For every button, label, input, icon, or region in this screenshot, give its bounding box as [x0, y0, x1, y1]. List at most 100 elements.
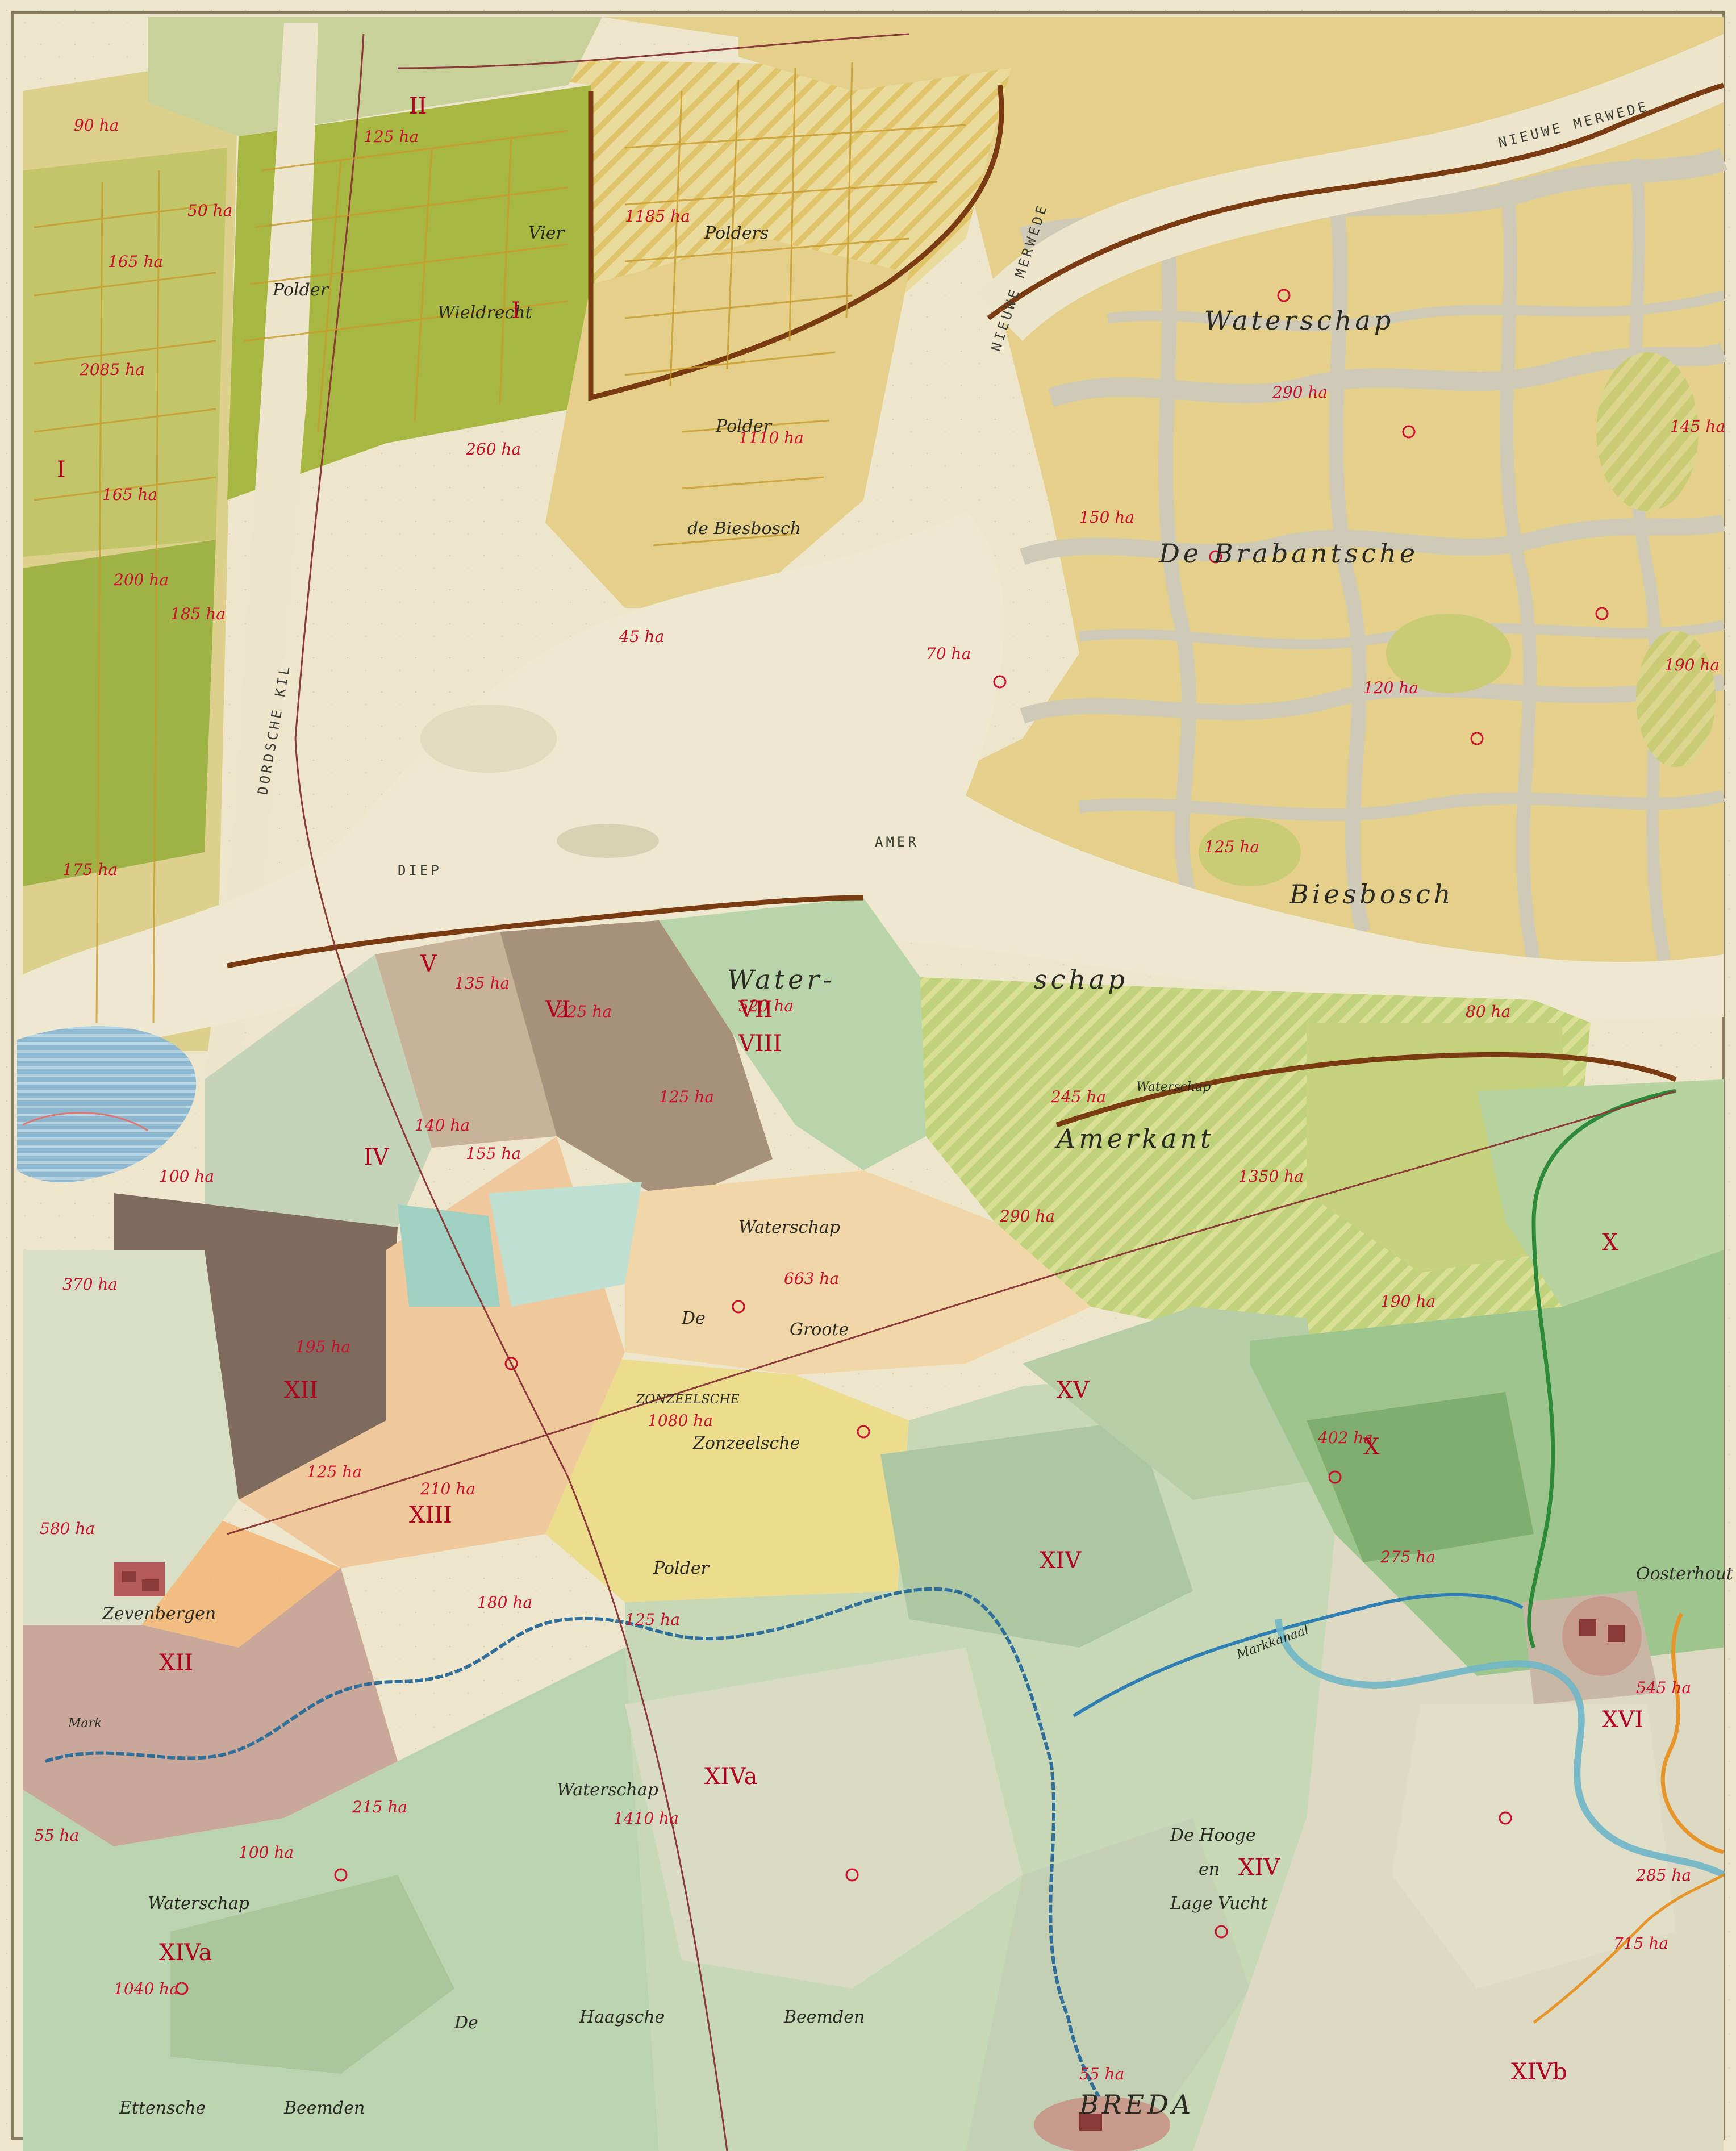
label-amerkant-a: Waterschap [1136, 1080, 1211, 1094]
label-ettensche: Ettensche [119, 2098, 206, 2118]
svg-text:275 ha: 275 ha [1380, 1548, 1435, 1566]
svg-text:125 ha: 125 ha [364, 127, 419, 146]
svg-text:520 ha: 520 ha [738, 997, 794, 1015]
svg-text:80 ha: 80 ha [1466, 1002, 1510, 1021]
svg-text:55 ha: 55 ha [34, 1826, 79, 1845]
label-groote-c: Groote [790, 1320, 849, 1340]
middle-polders [114, 898, 1591, 1648]
svg-text:225 ha: 225 ha [556, 1002, 612, 1021]
label-de-sw: De [454, 2013, 478, 2033]
green-stream-east [1527, 1089, 1676, 1649]
svg-text:190 ha: 190 ha [1664, 656, 1720, 674]
svg-text:165 ha: 165 ha [102, 485, 157, 504]
town-breda [1034, 2096, 1170, 2151]
svg-text:55 ha: 55 ha [1079, 2065, 1124, 2083]
svg-text:2085 ha: 2085 ha [79, 360, 145, 379]
orange-boundary-se [1533, 1873, 1725, 2024]
label-waterschap-ne: Waterschap [1204, 305, 1394, 336]
town-zevenbergen [114, 1562, 165, 1596]
svg-text:X: X [1602, 1229, 1618, 1256]
railway-moerdijk-breda [294, 34, 728, 2151]
svg-text:XII: XII [284, 1377, 318, 1403]
label-breda: BREDA [1079, 2089, 1194, 2120]
railway-east [227, 1090, 1676, 1535]
svg-text:70 ha: 70 ha [926, 644, 971, 663]
label-polder-wieldrecht-a: Polder [272, 280, 329, 300]
svg-text:125 ha: 125 ha [307, 1462, 362, 1481]
svg-text:45 ha: 45 ha [619, 627, 664, 646]
svg-text:215 ha: 215 ha [352, 1798, 407, 1816]
label-haagsche-b: Haagsche [579, 2007, 665, 2027]
svg-text:285 ha: 285 ha [1635, 1866, 1691, 1885]
river-mark [45, 1587, 1138, 2151]
area-labels: 165 ha 90 ha 50 ha 165 ha 2085 ha 185 ha… [34, 116, 1725, 2083]
label-amerkant-b: Amerkant [1054, 1123, 1214, 1154]
water-blue-west [17, 1026, 197, 1182]
svg-text:195 ha: 195 ha [295, 1337, 350, 1356]
svg-text:1080 ha: 1080 ha [648, 1411, 713, 1430]
svg-text:XIVb: XIVb [1511, 2059, 1567, 2085]
label-oosterhout: Oosterhout [1636, 1564, 1734, 1584]
svg-text:VII: VII [738, 997, 773, 1023]
svg-text:II: II [409, 93, 427, 119]
svg-text:I: I [511, 298, 520, 324]
label-waterschap-sw: Waterschap [148, 1894, 249, 1914]
label-beemden2: Beemden [283, 2098, 365, 2118]
svg-text:150 ha: 150 ha [1079, 508, 1134, 527]
svg-text:XVI: XVI [1602, 1707, 1643, 1733]
svg-text:XV: XV [1057, 1377, 1090, 1403]
field-ditches [34, 62, 966, 1023]
svg-text:290 ha: 290 ha [999, 1207, 1055, 1225]
svg-text:I: I [57, 457, 66, 483]
label-de-lage-vucht-b: en [1199, 1860, 1220, 1879]
svg-text:1110 ha: 1110 ha [738, 428, 804, 447]
svg-text:370 ha: 370 ha [62, 1275, 118, 1294]
svg-text:1410 ha: 1410 ha [614, 1809, 679, 1828]
label-water-schap-a: Water- [727, 964, 835, 995]
dyke-biesbosch [588, 85, 1004, 401]
svg-text:145 ha: 145 ha [1670, 417, 1725, 436]
svg-text:XII: XII [159, 1650, 193, 1676]
sw-region [23, 1250, 659, 2151]
svg-text:290 ha: 290 ha [1272, 383, 1328, 402]
svg-text:1350 ha: 1350 ha [1238, 1167, 1304, 1186]
dyke-amer-south [227, 895, 864, 969]
svg-text:1185 ha: 1185 ha [625, 207, 690, 226]
label-beemden: Beemden [783, 2007, 865, 2027]
svg-text:XIV: XIV [1238, 1854, 1280, 1881]
town-oosterhout [1562, 1596, 1642, 1676]
label-de-lage-vucht-c: Lage Vucht [1170, 1894, 1268, 1914]
label-zevenbergen: Zevenbergen [102, 1604, 216, 1624]
svg-text:715 ha: 715 ha [1613, 1934, 1668, 1953]
label-polder-wieldrecht-b: Wieldrecht [437, 303, 533, 323]
orange-boundary-east [1660, 1612, 1724, 1854]
svg-text:120 ha: 120 ha [1363, 678, 1418, 697]
label-biesbosch: Biesbosch [1289, 879, 1454, 910]
district-numerals: I I II IV V VI VII VIII X X XII XII XIII… [57, 93, 1643, 2085]
svg-text:90 ha: 90 ha [74, 116, 119, 135]
svg-text:125 ha: 125 ha [625, 1610, 680, 1629]
label-water-schap-b: schap [1034, 964, 1128, 995]
label-zonzeelsche-a: ZONZEELSCHE [636, 1393, 740, 1407]
label-groote-b: De [681, 1308, 706, 1328]
label-de-biesbosch: de Biesbosch [687, 519, 801, 539]
dyke-amer-south-2 [1055, 1052, 1677, 1128]
svg-text:190 ha: 190 ha [1380, 1292, 1435, 1311]
svg-text:VI: VI [545, 997, 571, 1023]
svg-text:X: X [1363, 1434, 1380, 1460]
svg-text:XIVa: XIVa [704, 1764, 757, 1790]
svg-text:XIV: XIV [1040, 1548, 1082, 1574]
label-amer: AMER [875, 834, 919, 850]
svg-text:100 ha: 100 ha [159, 1167, 214, 1186]
label-polder-biesbosch: Polder [715, 416, 773, 436]
svg-text:125 ha: 125 ha [1204, 837, 1259, 856]
svg-text:180 ha: 180 ha [477, 1593, 532, 1612]
label-zonzeelsche-b: Zonzeelsche [692, 1433, 800, 1453]
svg-text:V: V [420, 951, 437, 977]
svg-text:210 ha: 210 ha [420, 1479, 475, 1498]
dyke-ne [987, 82, 1725, 320]
svg-text:260 ha: 260 ha [465, 440, 521, 458]
label-polders: Polders [704, 223, 769, 243]
svg-text:245 ha: 245 ha [1050, 1087, 1106, 1106]
